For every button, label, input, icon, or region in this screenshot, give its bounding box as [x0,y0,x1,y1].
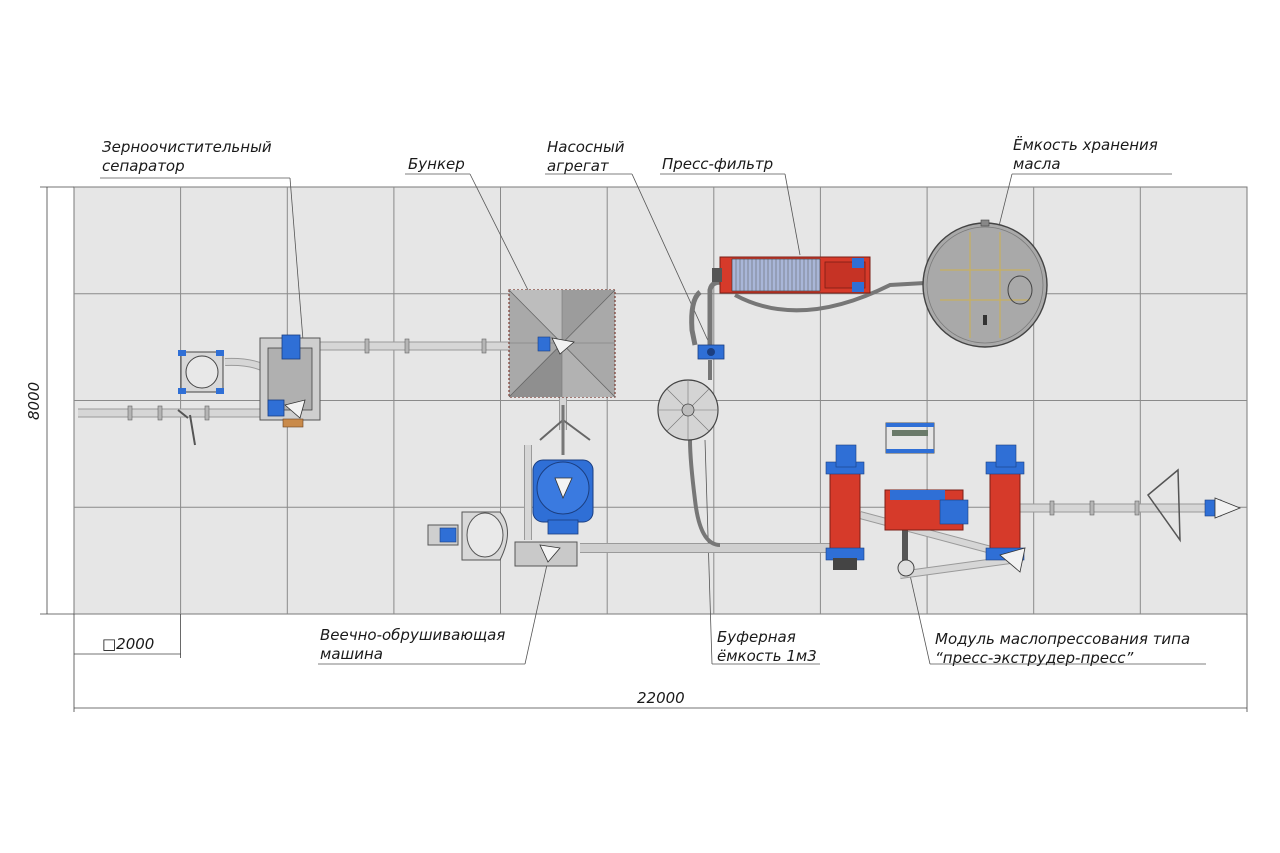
buffer-tank [657,379,719,441]
pump-unit [697,344,725,360]
label-dehuller-line2: машина [320,645,383,663]
label-module-line2: “пресс-экструдер-пресс” [935,649,1134,667]
label-oil-tank-line2: масла [1013,155,1061,173]
oil-pressing-module [825,422,1242,577]
press-filter [712,256,871,294]
label-dehuller: Веечно-обрушивающая машина [320,626,505,664]
oil-storage-tank [922,219,1048,348]
label-bunker: Бункер [408,155,465,174]
pipe-flanges [127,338,1140,516]
grain-separator [177,334,321,446]
label-grain-separator: Зерноочистительный сепаратор [102,138,272,176]
label-buffer-tank-line1: Буферная [717,628,796,646]
label-pump-line1: Насосный [547,138,625,156]
label-oil-pressing-module: Модуль маслопрессования типа “пресс-экст… [935,630,1190,668]
label-pump-line2: агрегат [547,157,609,175]
dimension-width: 22000 [637,689,685,707]
label-grain-separator-line1: Зерноочистительный [102,138,272,156]
label-module-line1: Модуль маслопрессования типа [935,630,1191,648]
dehuller [427,405,594,567]
label-oil-storage-tank: Ёмкость хранения масла [1013,136,1158,174]
bunker [508,289,616,398]
label-grain-separator-line2: сепаратор [102,157,185,175]
label-buffer-tank: Буферная ёмкость 1м3 [717,628,817,666]
dimension-lines [40,186,1248,712]
label-oil-tank-line1: Ёмкость хранения [1013,136,1158,154]
label-press-filter-text: Пресс-фильтр [662,155,774,173]
dimension-height: 8000 [25,381,43,420]
label-buffer-tank-line2: ёмкость 1м3 [717,647,817,665]
label-dehuller-line1: Веечно-обрушивающая [320,626,506,644]
label-press-filter: Пресс-фильтр [662,155,773,174]
dimension-grid-cell: □2000 [102,635,155,653]
label-bunker-text: Бункер [408,155,465,173]
label-pump-unit: Насосный агрегат [547,138,625,176]
